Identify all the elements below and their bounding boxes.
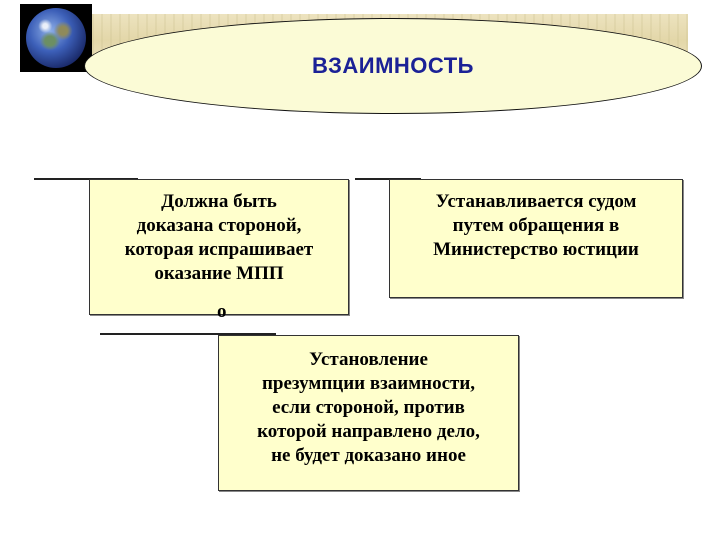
title-ellipse: ВЗАИМНОСТЬ bbox=[84, 18, 702, 114]
connector-line-left bbox=[34, 178, 138, 180]
globe-icon-frame bbox=[20, 4, 92, 72]
proof-text-overflow: о bbox=[217, 301, 227, 322]
page-title: ВЗАИМНОСТЬ bbox=[312, 53, 474, 78]
globe-icon bbox=[26, 8, 86, 68]
reciprocity-presumption-box: Установление презумпции взаимности, если… bbox=[218, 335, 519, 491]
court-determination-box: Устанавливается судом путем обращения в … bbox=[389, 179, 683, 298]
connector-line-bottom bbox=[100, 333, 276, 335]
proof-requirement-box: Должна быть доказана стороной, которая и… bbox=[89, 179, 349, 315]
connector-line-right bbox=[355, 178, 421, 180]
